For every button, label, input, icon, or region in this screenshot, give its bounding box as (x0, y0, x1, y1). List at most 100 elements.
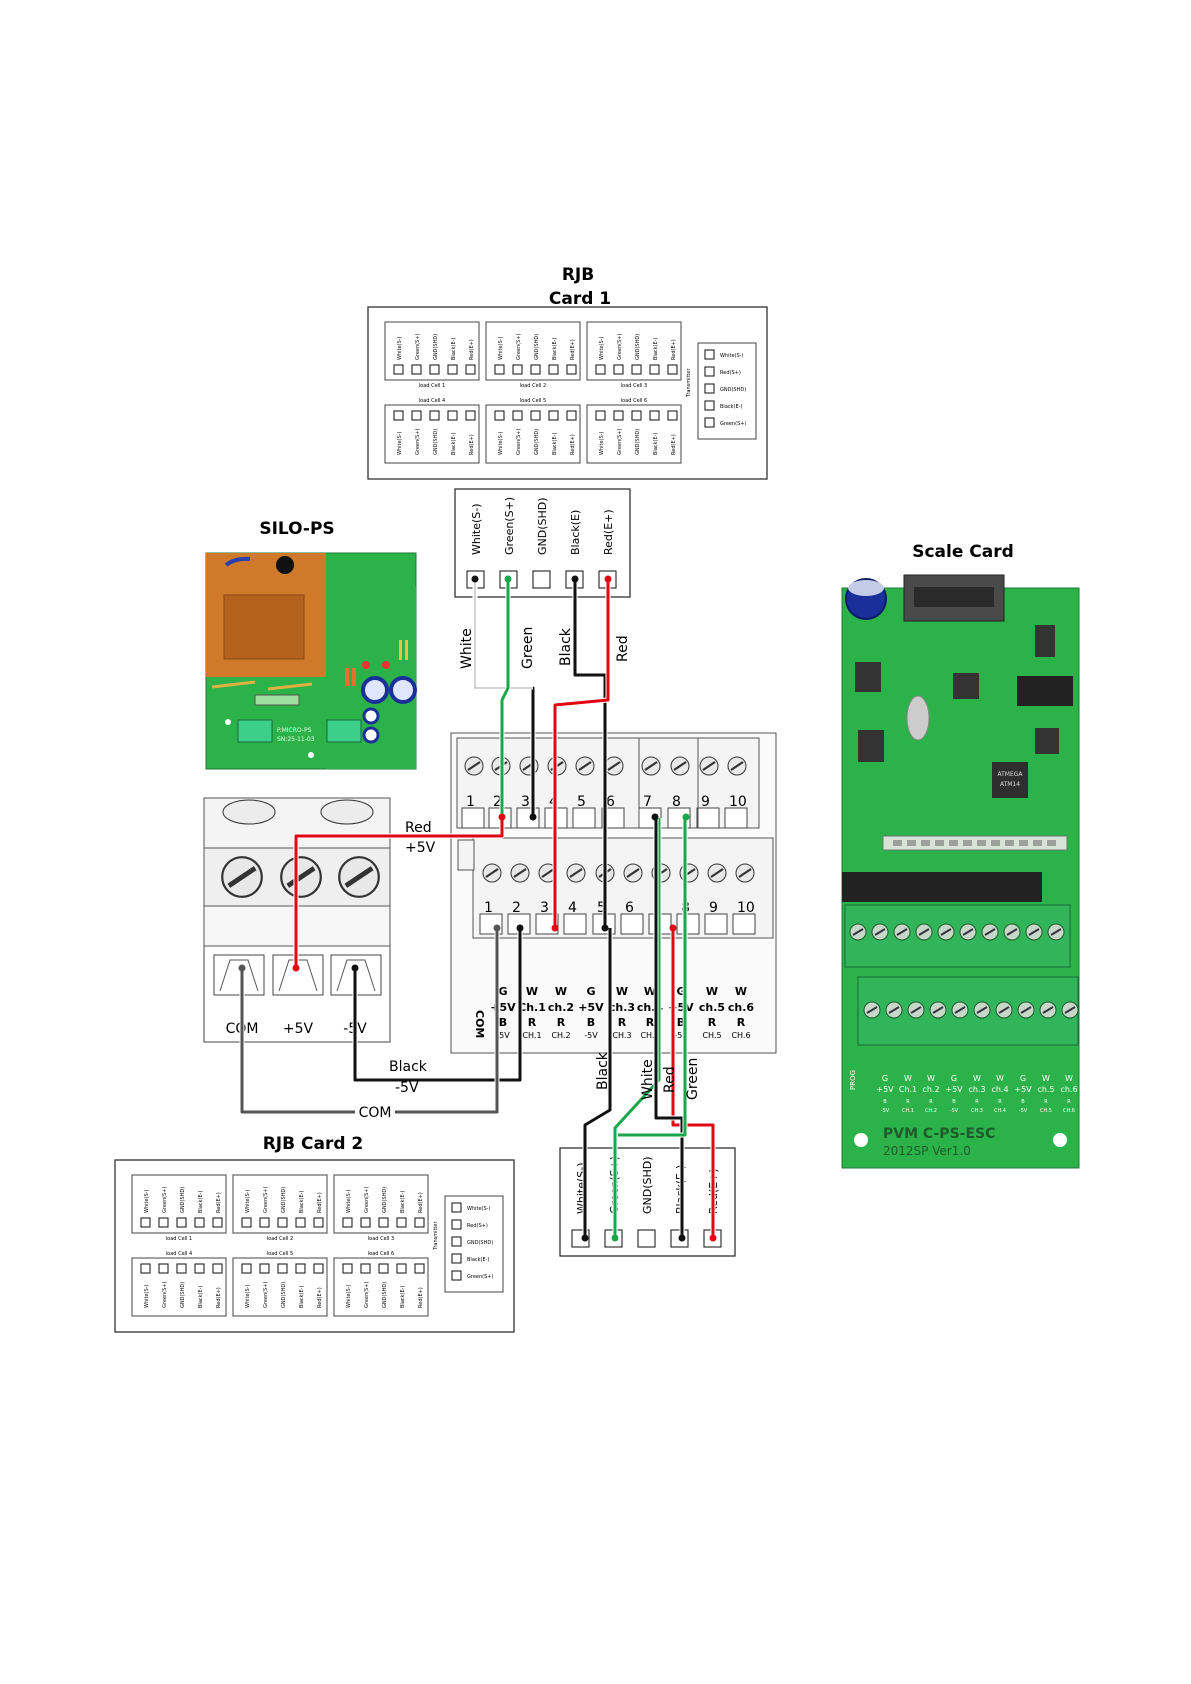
rjb-card-2-content-pin-square (158, 1217, 169, 1228)
terminal-top-screw (603, 755, 625, 777)
rjb-card-2-content-pin-label: Red(E+) (418, 1192, 424, 1213)
connector-bottom-pin-square (637, 1229, 656, 1248)
rjb-card-1-content-pin-label: Red(E+) (671, 434, 677, 455)
rjb-card-1-content-pin-square (667, 364, 678, 375)
rjb-card-1-content-pin-label: White(S-) (498, 337, 504, 360)
rjb-card-2-content-pin-square (259, 1217, 270, 1228)
rjb-card-2-content-pin-label: White(S-) (245, 1285, 251, 1308)
scale-card-ch-sub: CH.3 (971, 1108, 983, 1114)
scale-card-screw (937, 923, 955, 941)
terminal-bottom-screw (481, 862, 503, 884)
terminal-bottom-screw (706, 862, 728, 884)
rjb-card-1-content-pin-label: White(S-) (397, 337, 403, 360)
rjb-card-1-content-transmitter-label: Red(S+) (720, 370, 741, 376)
channel-label-bottom: R (618, 1016, 627, 1029)
rjb-card-2-content-pin-square (295, 1263, 306, 1274)
channel-label-top: G (676, 985, 685, 998)
channel-label-sub: -5V (584, 1031, 598, 1040)
scale-card-ch-mid: +5V (1014, 1085, 1032, 1094)
scale-card-screw-shape (1003, 923, 1021, 941)
rjb-card-1-content-transmitter-label: GND(SHD) (720, 387, 746, 393)
wire-top-label: White (459, 628, 475, 669)
wire-red-label: Red (405, 820, 432, 836)
rjb-card-1-content-pin-square (667, 410, 678, 421)
rjb-card-1-content-transmitter-square (704, 366, 715, 377)
psu-screw-shape (222, 857, 262, 897)
channel-label-sub: CH.3 (612, 1031, 631, 1040)
wire-green-bottom-2 (618, 818, 687, 1137)
scale-card-screw-shape (937, 923, 955, 941)
rjb-card-2-content-pin-label: Green(S+) (263, 1282, 269, 1308)
rjb-card-2-content-pin-square (212, 1263, 223, 1274)
channel-label-mid: ch.2 (548, 1001, 574, 1014)
scale-card-screw-shape (1017, 1001, 1035, 1019)
rjb-card-2-content-pin-square (241, 1263, 252, 1274)
rjb-card-1-content-pin-square (566, 364, 577, 375)
rjb-card-1-content-cell-name: load Cell 2 (520, 383, 546, 389)
rjb-card-2-content-pin-square (378, 1217, 389, 1228)
rjb-card-1-content-pin-square (631, 410, 642, 421)
wire-terminal-dot (669, 924, 677, 932)
rjb-card2-title: RJB Card 2 (263, 1134, 364, 1154)
rjb-card-2-content-pin-label: GND(SHD) (281, 1282, 287, 1308)
rjb-card-2-content-cell-name: load Cell 5 (267, 1251, 293, 1257)
wire-terminal-dot (292, 964, 300, 972)
rjb-card-2-content-pin-square (313, 1263, 324, 1274)
rjb-card-2-content-pin-label: GND(SHD) (180, 1282, 186, 1308)
rjb-card-2-content-side-label: Transmitter (433, 1221, 439, 1251)
scale-card-smd (1033, 840, 1042, 846)
rjb-card-1-content-pin-square (548, 410, 559, 421)
terminal-top-number: 2 (493, 794, 502, 810)
scale-card-ch-top: W (1065, 1074, 1073, 1083)
rjb-card-1-content-pin-label: GND(SHD) (635, 429, 641, 455)
rjb-card-1-content-pin-label: GND(SHD) (433, 429, 439, 455)
rjb-card-1-content-pin-label: White(S-) (599, 337, 605, 360)
scale-card-screw (871, 923, 889, 941)
scale-card-screw (893, 923, 911, 941)
scale-card-smd (949, 840, 958, 846)
scale-card-ch-top: W (996, 1074, 1004, 1083)
rjb-card-2-content-pin-square (277, 1263, 288, 1274)
terminal-bottom-number: 4 (568, 900, 577, 916)
scale-card-ch-sub: CH.2 (925, 1108, 937, 1114)
scale-card-screw-shape (981, 923, 999, 941)
rjb-card-1-content-pin-label: Black(E-) (552, 433, 558, 455)
rjb-card-2-content-cell-name: load Cell 4 (166, 1251, 192, 1257)
rjb-card-1-content-pin-label: Red(E+) (570, 434, 576, 455)
rjb-card-2-content-cell-name: load Cell 1 (166, 1236, 192, 1242)
rjb-card-1-content-pin-square (494, 410, 505, 421)
channel-label-bottom: R (557, 1016, 566, 1029)
rjb-card-1-content-pin-square (411, 364, 422, 375)
connector-top-pin-label: Black(E) (569, 510, 582, 555)
wire-bottom-label: Red (662, 1066, 678, 1093)
rjb-card-2-content-pin-label: Red(E+) (317, 1287, 323, 1308)
rjb-card-1-content-pin-label: White(S-) (498, 432, 504, 455)
scale-card-ch-top: W (927, 1074, 935, 1083)
rjb-card-2-content-transmitter-square (451, 1270, 462, 1281)
scale-card-ch-bot: R (929, 1099, 933, 1105)
rjb-card-2-content-pin-square (212, 1217, 223, 1228)
wire-terminal-dot (504, 575, 512, 583)
psu-screw (339, 857, 379, 897)
rjb-card-2-content-pin-square (176, 1217, 187, 1228)
rjb-card-2-content-pin-square (342, 1217, 353, 1228)
channel-label-top: W (706, 985, 718, 998)
rjb-card-1-content-pin-square (530, 364, 541, 375)
scale-card-screw-shape (907, 1001, 925, 1019)
rjb-card-2-content-pin-square (295, 1217, 306, 1228)
rjb-card-1-content-pin-square (465, 364, 476, 375)
wire-terminal-dot (493, 924, 501, 932)
rjb-card-1-content-pin-label: White(S-) (397, 432, 403, 455)
silo-ps-label-1: P.MICRO-PS (277, 727, 312, 734)
scale-card-screw (1025, 923, 1043, 941)
channel-label-mid: +5V (578, 1001, 604, 1014)
connector-top-pin-label: Red(E+) (602, 509, 615, 555)
terminal-bottom-number: 1 (484, 900, 493, 916)
rjb-card-1-content-pin-label: Red(E+) (570, 339, 576, 360)
rjb-card-1-content-transmitter-label: Green(S+) (720, 421, 746, 427)
scale-card-chip-label: ATMEGA (997, 771, 1023, 778)
rjb-card-2-content-pin-label: Red(E+) (317, 1192, 323, 1213)
scale-card-ch-sub: CH.5 (1040, 1108, 1052, 1114)
rjb-card-2-content-pin-label: Green(S+) (162, 1282, 168, 1308)
scale-card-screw-shape (885, 1001, 903, 1019)
